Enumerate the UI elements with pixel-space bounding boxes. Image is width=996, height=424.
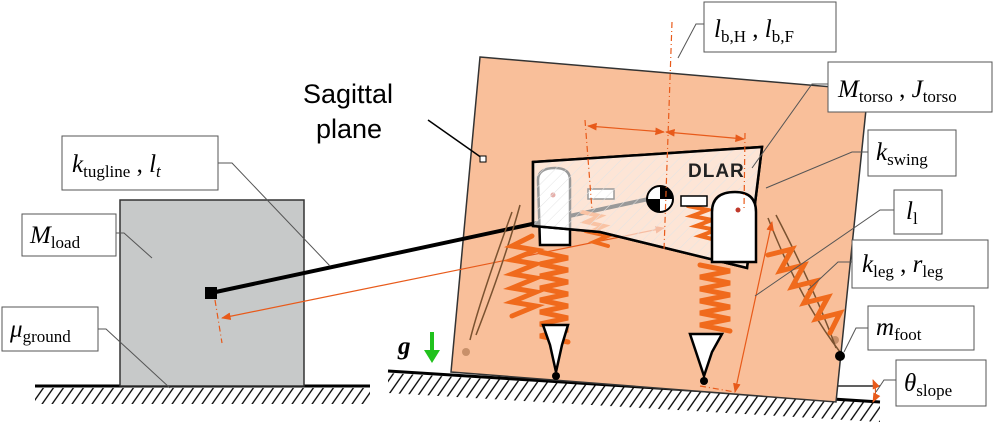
robot-logo: DLAR — [688, 161, 745, 182]
body-length-dimensions — [584, 21, 746, 251]
slope-callout: θslope — [875, 359, 987, 407]
svg-text:kleg , rleg: kleg , rleg — [862, 251, 944, 281]
leg-length-callout: ll — [754, 189, 943, 297]
svg-text:lb,H , lb,F: lb,H , lb,F — [714, 16, 794, 46]
center-of-mass-icon — [646, 185, 674, 213]
load-callout: Mload — [21, 213, 153, 259]
leg-stiffness-callout: kleg , rleg — [807, 239, 989, 291]
svg-text:ll: ll — [906, 198, 918, 228]
leg-length-dimension — [699, 221, 774, 393]
svg-text:Mtorso , Jtorso: Mtorso , Jtorso — [837, 76, 957, 106]
svg-text:ktugline , lt: ktugline , lt — [72, 151, 162, 181]
foot-mass-callout: mfoot — [843, 305, 975, 353]
sagittal-label-line2: plane — [316, 114, 382, 144]
flat-ground — [35, 384, 370, 404]
swing-callout: kswing — [765, 129, 957, 189]
svg-text:Mload: Mload — [29, 222, 81, 252]
gravity-label: g — [397, 333, 411, 360]
ground-callout: μground — [1, 306, 171, 389]
body-length-callout: lb,H , lb,F — [677, 1, 837, 59]
sagittal-label-line1: Sagittal — [303, 79, 393, 109]
svg-text:kswing: kswing — [876, 139, 928, 169]
gravity-arrow-icon — [424, 332, 440, 363]
torso-callout: Mtorso , Jtorso — [751, 61, 993, 169]
sagittal-leader — [427, 119, 483, 159]
tugline-callout: ktugline , lt — [61, 135, 331, 267]
svg-text:mfoot: mfoot — [876, 314, 922, 344]
svg-text:μground: μground — [9, 316, 71, 346]
svg-text:θslope: θslope — [904, 370, 952, 400]
slope-angle-marker — [872, 379, 881, 403]
